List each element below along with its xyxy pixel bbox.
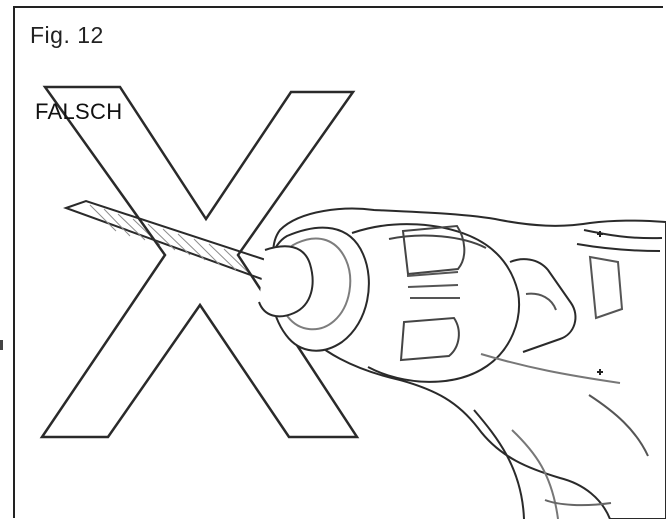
figure-label: Fig. 12 xyxy=(30,22,104,48)
drill-bit-icon xyxy=(63,199,274,284)
warning-label: FALSCH xyxy=(35,99,123,124)
margin-marker xyxy=(0,340,3,350)
cross-icon xyxy=(39,85,360,439)
drill-icon xyxy=(258,207,666,519)
